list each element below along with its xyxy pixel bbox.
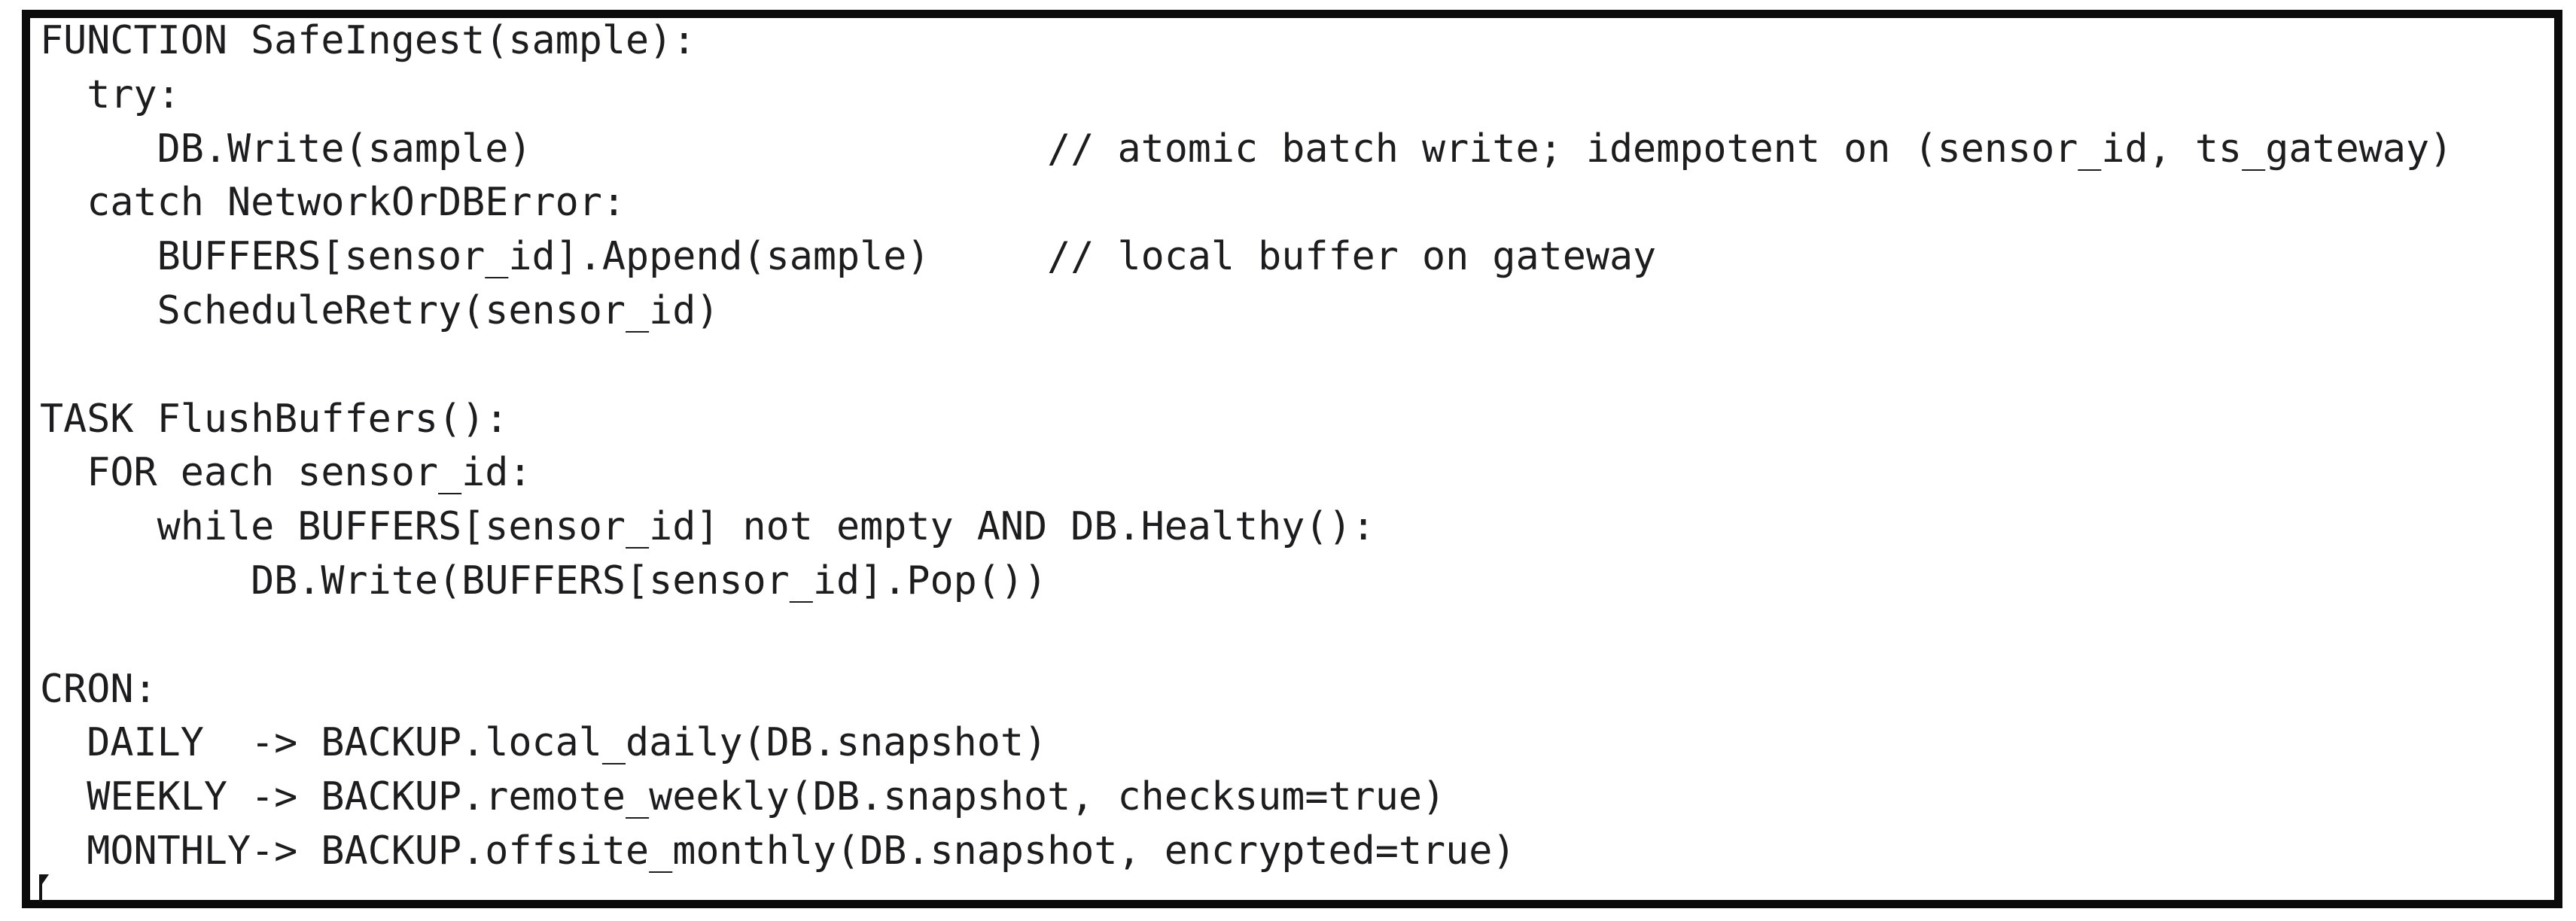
pseudocode-frame: FUNCTION SafeIngest(sample): try: DB.Wri… xyxy=(22,10,2562,908)
pseudocode-text[interactable]: FUNCTION SafeIngest(sample): try: DB.Wri… xyxy=(40,18,2453,874)
text-caret-icon xyxy=(39,874,49,902)
